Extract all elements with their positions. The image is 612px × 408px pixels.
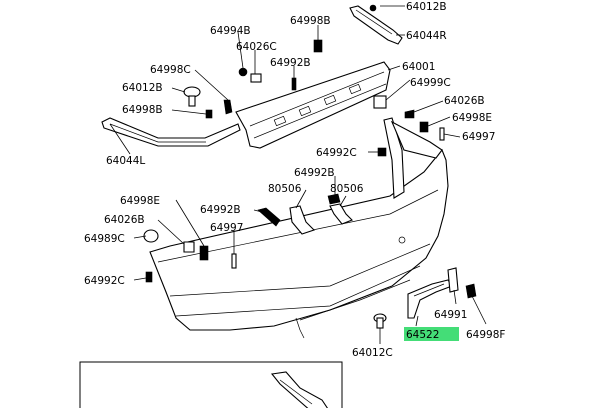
leader-lines [109,5,487,344]
label-64522: 64522 [406,329,439,341]
label-64001: 64001 [402,61,435,73]
label-64992C-left: 64992C [84,275,125,287]
label-64999C: 64999C [410,77,451,89]
label-64998F: 64998F [466,329,505,341]
label-64044R: 64044R [406,30,447,42]
label-64026C: 64026C [236,41,277,53]
label-64026B-left: 64026B [104,214,145,226]
label-64012B-left: 64012B [122,82,163,94]
highlight-64522 [404,327,459,341]
label-64012C: 64012C [352,347,393,359]
label-64991: 64991 [434,309,467,321]
part-labels: 64012B 64044R 64994B 64998B 64026C 64992… [84,1,505,359]
fasteners [143,39,477,329]
label-64992B-lower: 64992B [200,204,241,216]
label-64998B-left: 64998B [122,104,163,116]
bumper-reinforcement [235,61,391,149]
bumper-cover [149,117,449,339]
label-64997-left: 64997 [210,222,243,234]
label-64992B-mid: 64992B [294,167,335,179]
retainer-strip-right [349,4,403,45]
bracket-64522 [407,279,453,319]
label-64994B: 64994B [210,25,251,37]
label-64998C: 64998C [150,64,191,76]
label-80506-a: 80506 [268,183,302,195]
label-64992B-center: 64992B [270,57,311,69]
label-64998E-left: 64998E [120,195,160,207]
label-64997-right: 64997 [462,131,495,143]
detail-inset [79,361,343,408]
retainer-strip-left [101,117,241,147]
label-64044L: 64044L [106,155,145,167]
label-64998B-top: 64998B [290,15,331,27]
label-64026B-right: 64026B [444,95,485,107]
label-64992C-center: 64992C [316,147,357,159]
label-80506-b: 80506 [330,183,364,195]
label-64012B-top: 64012B [406,1,447,13]
label-64998E-right: 64998E [452,112,492,124]
label-64989C: 64989C [84,233,125,245]
